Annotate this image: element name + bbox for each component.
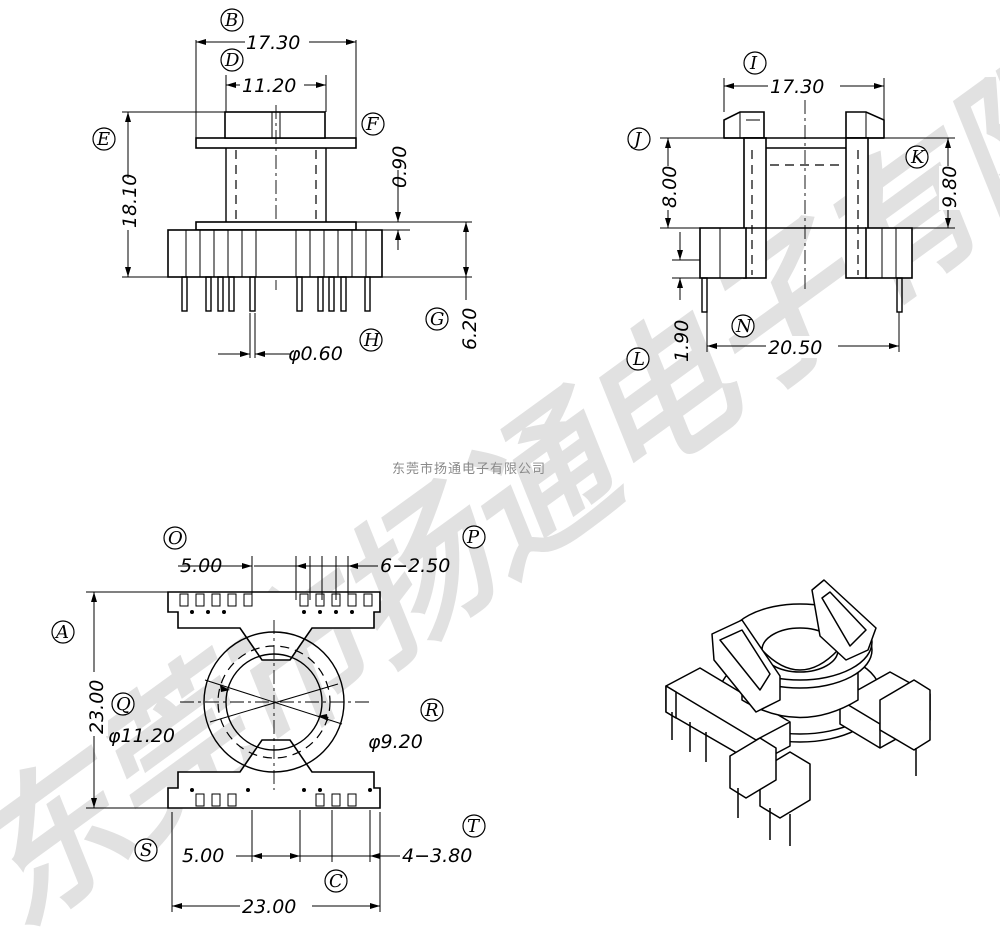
label-q: Q xyxy=(116,694,131,715)
label-b: B xyxy=(224,10,238,31)
dim-phi-0-60: φ0.60 xyxy=(288,343,343,365)
side-right-post xyxy=(845,137,869,279)
dim-20-50: 20.50 xyxy=(768,337,822,359)
dim-18-10: 18.10 xyxy=(119,174,141,228)
dim-23-00-horizontal: 23.00 xyxy=(242,896,296,918)
dim-4-3-80: 4−3.80 xyxy=(402,845,472,867)
label-f: F xyxy=(365,114,380,135)
label-j: J xyxy=(630,129,643,150)
dim-17-30-front: 17.30 xyxy=(246,32,300,54)
side-base-right xyxy=(865,227,913,279)
top-view: 5.00 O 6−2.50 P 23.00 A φ11.20 Q φ9.20 R xyxy=(51,525,486,918)
label-g: G xyxy=(430,309,444,330)
front-view: 17.30 B 11.20 D 18.10 E 0.90 xyxy=(92,8,481,365)
dim-phi-9-20: φ9.20 xyxy=(368,731,423,753)
dim-11-20-front: 11.20 xyxy=(242,75,296,97)
label-i: I xyxy=(749,53,758,74)
dim-5-00-bottom: 5.00 xyxy=(182,845,224,867)
company-name: 东莞市扬通电子有限公司 xyxy=(392,461,546,477)
dim-9-80: 9.80 xyxy=(939,166,961,208)
dim-6-2-50: 6−2.50 xyxy=(380,555,450,577)
label-l: L xyxy=(632,349,645,370)
label-n: N xyxy=(735,316,753,337)
front-top-cap xyxy=(224,111,326,139)
side-left-tower-top xyxy=(723,111,765,139)
label-o: O xyxy=(168,528,183,549)
label-d: D xyxy=(224,50,240,71)
label-r: R xyxy=(424,700,439,721)
side-base-left xyxy=(699,227,747,279)
dim-1-90: 1.90 xyxy=(671,320,693,362)
label-a: A xyxy=(54,622,69,643)
label-p: P xyxy=(466,527,480,548)
dim-6-20: 6.20 xyxy=(459,308,481,350)
side-view: 17.30 I 8.00 J 9.80 K xyxy=(626,51,961,371)
front-pins xyxy=(181,276,371,312)
front-base xyxy=(167,229,383,278)
label-t: T xyxy=(467,816,481,837)
side-right-tower-top xyxy=(845,111,885,139)
dim-5-00-top: 5.00 xyxy=(180,555,222,577)
label-h: H xyxy=(363,330,380,351)
label-k: K xyxy=(910,147,926,168)
dim-23-00-vertical: 23.00 xyxy=(86,680,108,734)
side-left-post xyxy=(743,137,767,279)
dim-phi-11-20: φ11.20 xyxy=(108,725,175,747)
dim-17-30-side: 17.30 xyxy=(770,76,824,98)
dim-0-90: 0.90 xyxy=(389,146,411,188)
label-s: S xyxy=(140,840,152,861)
label-c: C xyxy=(329,871,343,892)
label-e: E xyxy=(96,129,110,150)
bobbin-isometric-icon xyxy=(665,579,931,846)
dim-8-00: 8.00 xyxy=(659,166,681,208)
front-bottom-flange xyxy=(195,221,357,231)
